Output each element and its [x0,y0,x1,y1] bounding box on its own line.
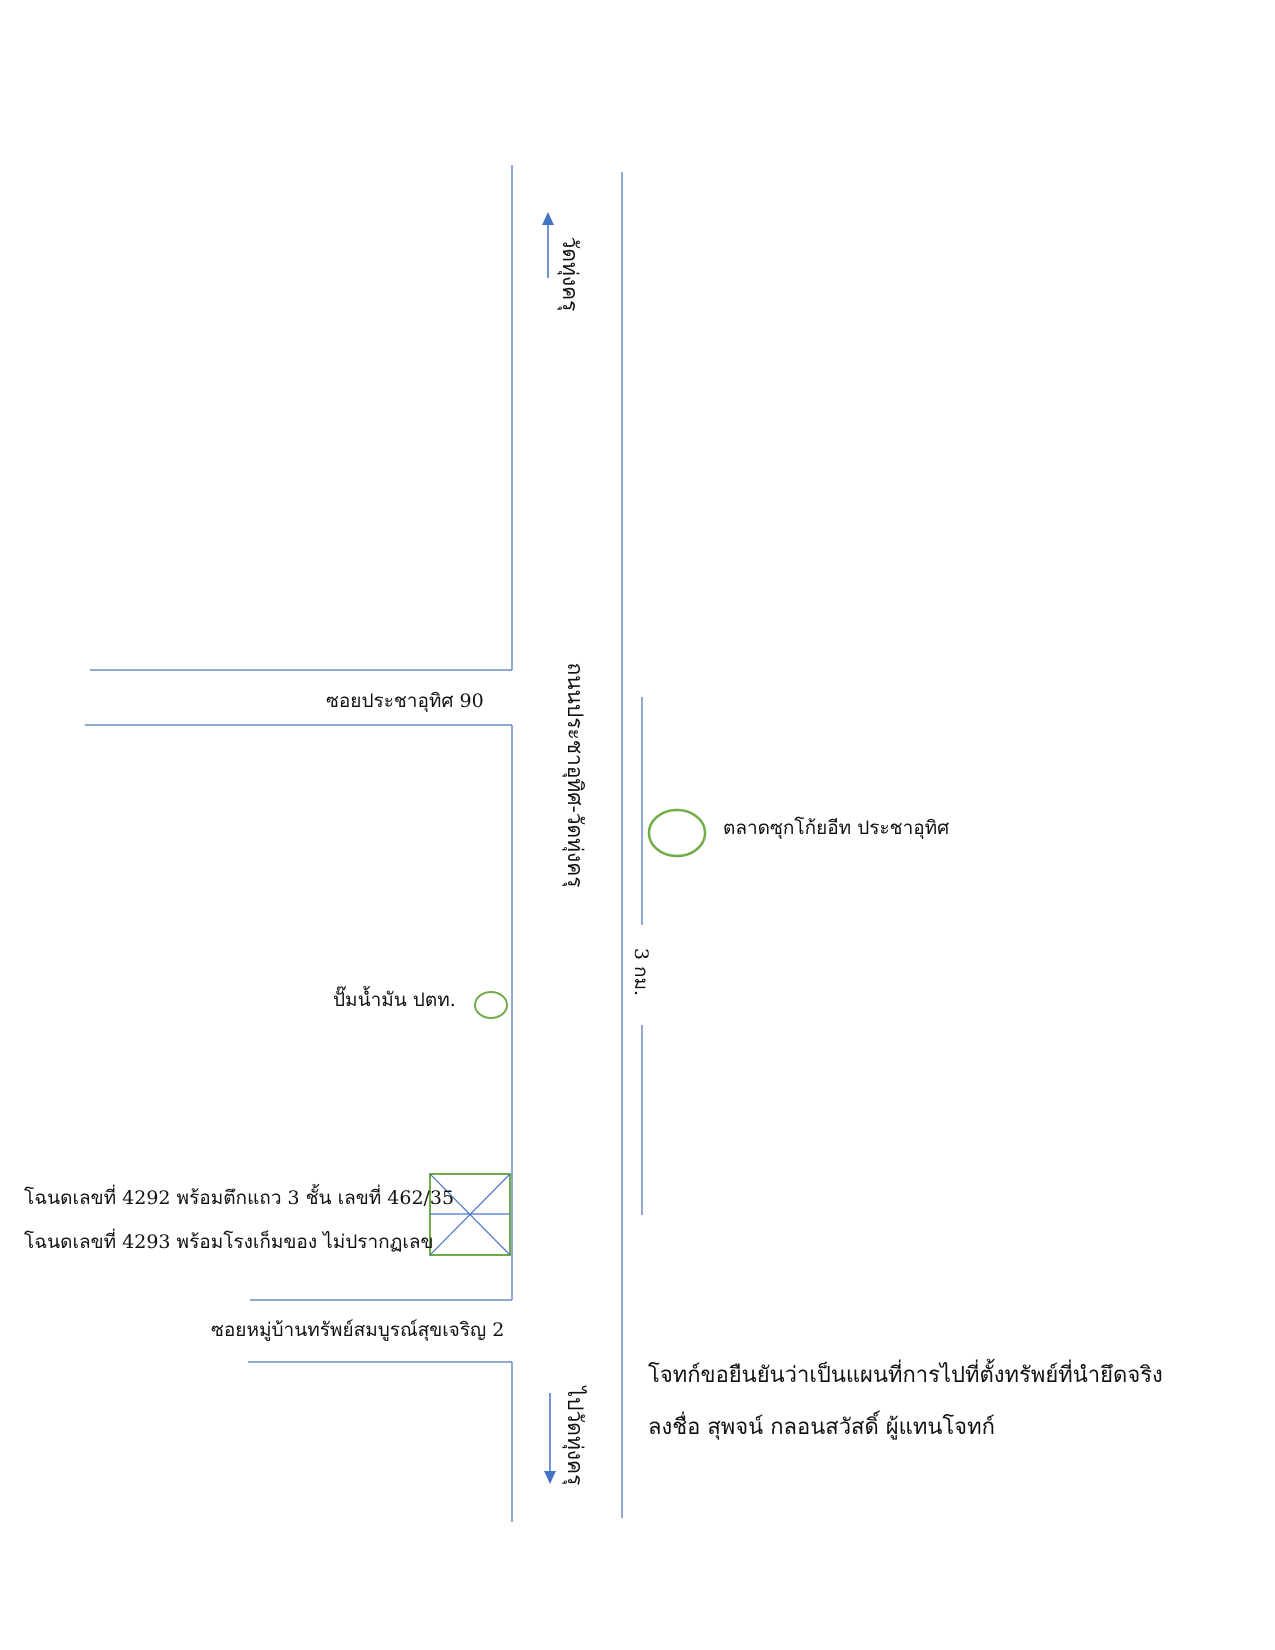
statement-line2: ลงชื่อ สุพจน์ กลอนสวัสดิ์ ผู้แทนโจทก์ [648,1415,995,1440]
property-label-line1: โฉนดเลขที่ 4292 พร้อมตึกแถว 3 ชั้น เลขที… [24,1187,455,1209]
north-direction-label: วัดทุ่งครุ [558,236,582,312]
arrow-down-icon [544,1393,556,1484]
market-circle-icon [647,808,707,858]
south-direction-label: ไปวัดทุ่งครุ [563,1386,587,1486]
soi-top-label: ซอยประชาอุทิศ 90 [326,690,484,712]
arrow-up-icon [542,212,554,278]
soi-bottom-label: ซอยหมู่บ้านทรัพย์สมบูรณ์สุขเจริญ 2 [211,1319,505,1341]
statement-line1: โจทก์ขอยืนยันว่าเป็นแผนที่การไปที่ตั้งทร… [648,1363,1163,1388]
market-label: ตลาดซุกโก้ยอีท ประชาอุทิศ [723,817,950,839]
property-label-line2: โฉนดเลขที่ 4293 พร้อมโรงเก็มของ ไม่ปรากฏ… [24,1231,434,1253]
distance-label: 3 กม. [630,947,652,997]
main-road-label: ถนนประชาอุทิศ-วัดทุ่งครุ [563,662,587,888]
gas-station-circle-icon [474,991,508,1019]
gas-station-label: ปั๊มน้ำมัน ปตท. [333,989,456,1011]
property-box-icon [429,1173,511,1256]
